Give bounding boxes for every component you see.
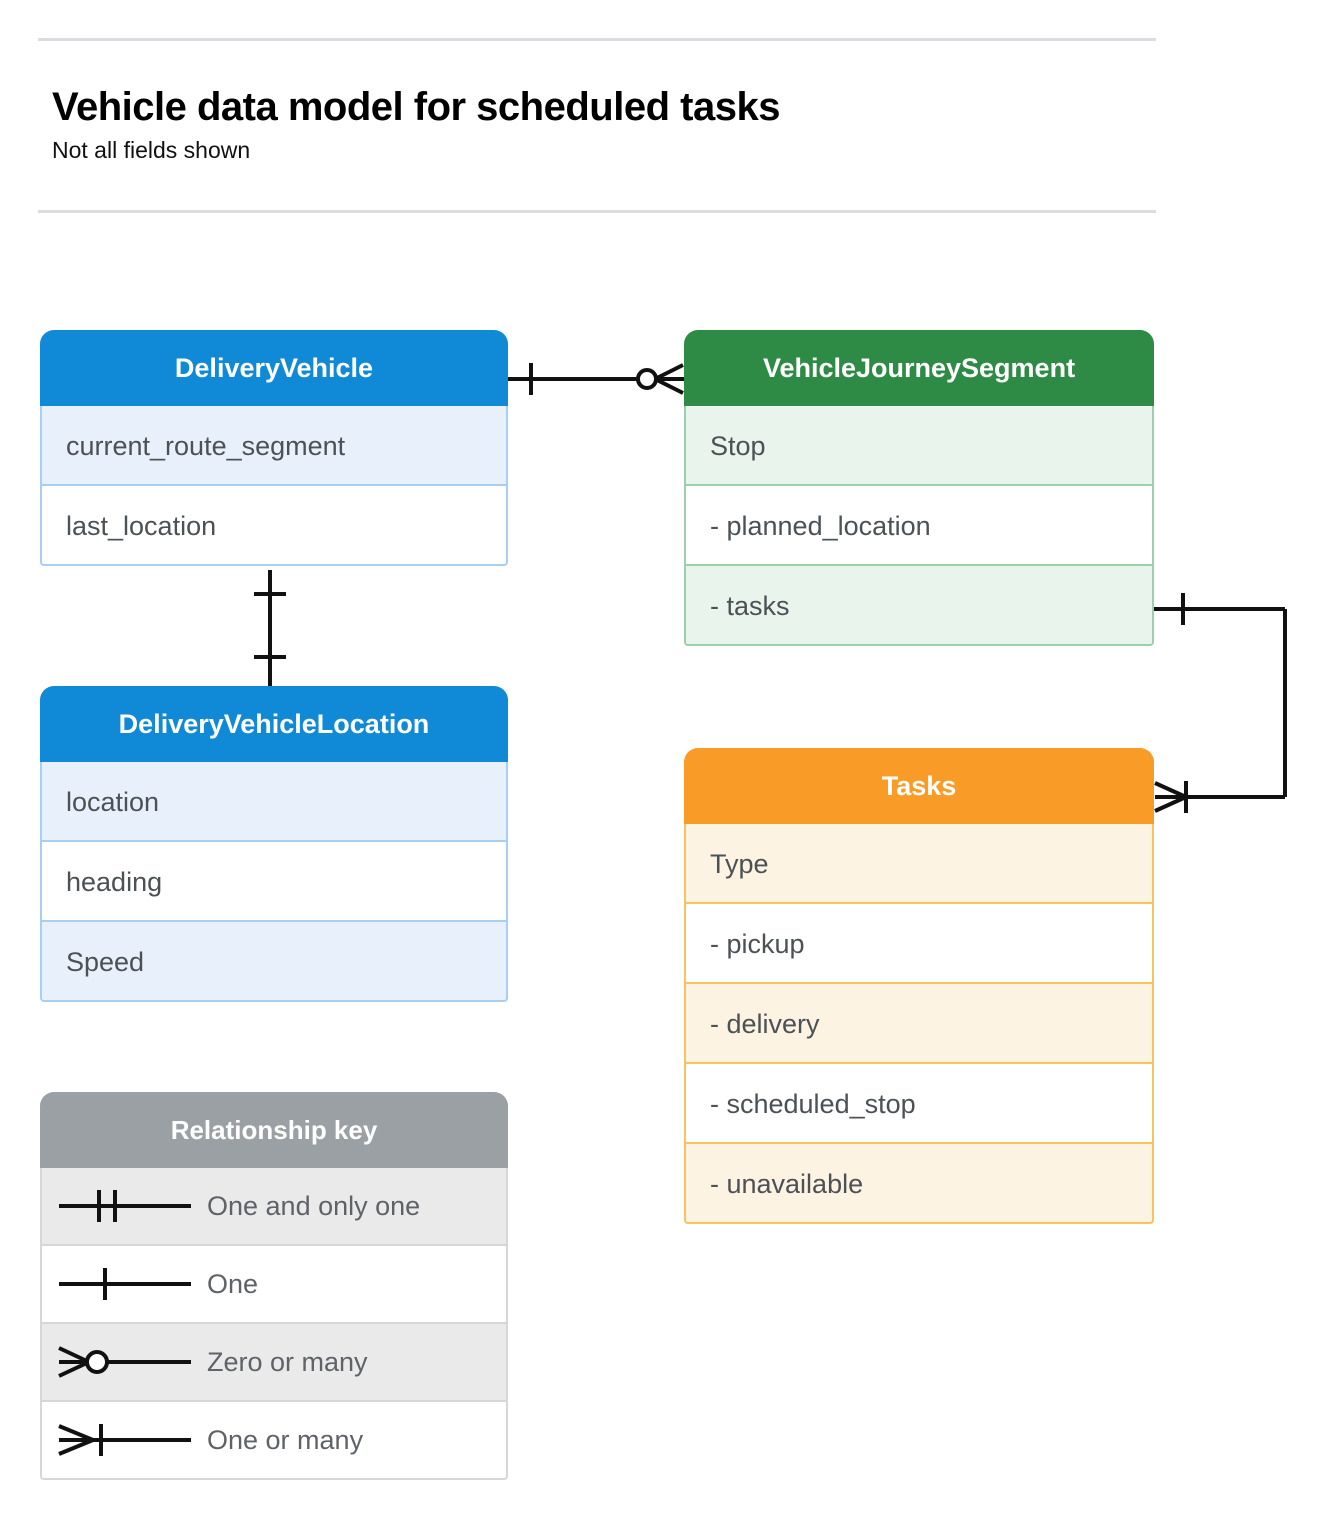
- field-row[interactable]: - unavailable: [684, 1144, 1154, 1224]
- field-row[interactable]: - pickup: [684, 904, 1154, 984]
- field-row[interactable]: Type: [684, 824, 1154, 904]
- legend-label: One: [207, 1268, 259, 1299]
- entity-title-vehicle-journey-segment: VehicleJourneySegment: [684, 330, 1154, 406]
- legend-label: One or many: [207, 1424, 364, 1455]
- entity-fields-delivery-vehicle: current_route_segment last_location: [40, 406, 508, 566]
- entity-title-delivery-vehicle: DeliveryVehicle: [40, 330, 508, 406]
- field-row[interactable]: - planned_location: [684, 486, 1154, 566]
- field-row[interactable]: last_location: [40, 486, 508, 566]
- connector-vehicle-to-vehicle-location: [254, 570, 286, 686]
- field-row[interactable]: - delivery: [684, 984, 1154, 1064]
- legend-row-one[interactable]: One: [40, 1246, 508, 1324]
- entity-fields-tasks: Type - pickup - delivery - scheduled_sto…: [684, 824, 1154, 1224]
- entity-title-delivery-vehicle-location: DeliveryVehicleLocation: [40, 686, 508, 762]
- entity-title-tasks: Tasks: [684, 748, 1154, 824]
- relationship-key-legend[interactable]: Relationship key One and only one One: [40, 1092, 508, 1480]
- field-row[interactable]: - tasks: [684, 566, 1154, 646]
- header-rule-bottom: [38, 209, 1156, 213]
- legend-label: Zero or many: [207, 1346, 368, 1377]
- legend-row-one-or-many[interactable]: One or many: [40, 1402, 508, 1480]
- entity-delivery-vehicle[interactable]: DeliveryVehicle current_route_segment la…: [40, 330, 508, 566]
- entity-fields-vehicle-journey-segment: Stop - planned_location - tasks: [684, 406, 1154, 646]
- legend-row-zero-or-many[interactable]: Zero or many: [40, 1324, 508, 1402]
- header-rule-top: [38, 38, 1156, 41]
- one-icon: [42, 1246, 207, 1322]
- page-subtitle: Not all fields shown: [52, 136, 251, 163]
- entity-delivery-vehicle-location[interactable]: DeliveryVehicleLocation location heading…: [40, 686, 508, 1002]
- page-header: Vehicle data model for scheduled tasks N…: [38, 38, 1156, 213]
- connector-tasks-field-to-tasks-entity: [1154, 593, 1287, 813]
- entity-vehicle-journey-segment[interactable]: VehicleJourneySegment Stop - planned_loc…: [684, 330, 1154, 646]
- connector-vehicle-to-journey-segment: [508, 363, 684, 395]
- legend-title: Relationship key: [40, 1092, 508, 1168]
- entity-tasks[interactable]: Tasks Type - pickup - delivery - schedul…: [684, 748, 1154, 1224]
- one-and-only-one-icon: [42, 1168, 207, 1244]
- zero-or-many-icon: [42, 1324, 207, 1400]
- field-row[interactable]: location: [40, 762, 508, 842]
- field-row[interactable]: - scheduled_stop: [684, 1064, 1154, 1144]
- one-or-many-icon: [42, 1402, 207, 1478]
- entity-fields-delivery-vehicle-location: location heading Speed: [40, 762, 508, 1002]
- field-row[interactable]: current_route_segment: [40, 406, 508, 486]
- field-row[interactable]: Stop: [684, 406, 1154, 486]
- legend-row-one-and-only-one[interactable]: One and only one: [40, 1168, 508, 1246]
- field-row[interactable]: heading: [40, 842, 508, 922]
- page-title: Vehicle data model for scheduled tasks: [52, 85, 780, 129]
- field-row[interactable]: Speed: [40, 922, 508, 1002]
- legend-label: One and only one: [207, 1190, 421, 1221]
